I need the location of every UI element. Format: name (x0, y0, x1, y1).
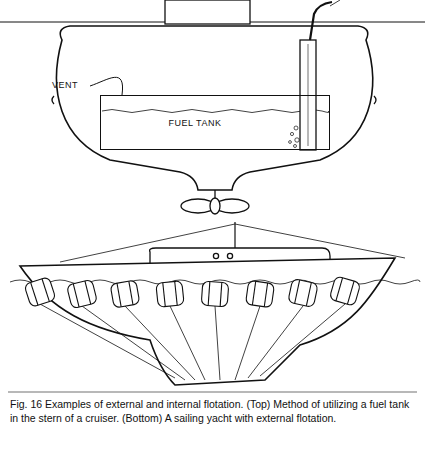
tank-box: FUEL TANK (100, 95, 330, 150)
tank-label: FUEL TANK (166, 117, 225, 129)
figure-caption: Fig. 16 Examples of external and interna… (10, 397, 415, 425)
part-label: VENT (52, 80, 78, 90)
